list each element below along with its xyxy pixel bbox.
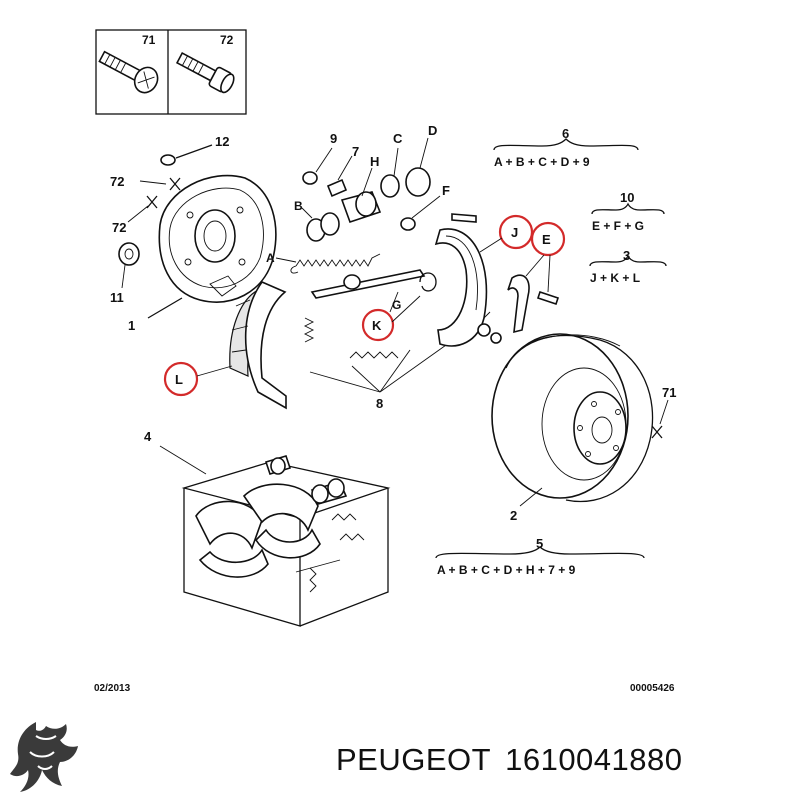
drawing-date: 02/2013: [94, 683, 131, 694]
label-L: L: [175, 372, 183, 387]
brand-name: PEUGEOT: [336, 742, 492, 777]
label-G: G: [392, 298, 401, 312]
label-B: B: [294, 199, 303, 213]
bolt-72-lower: 72: [112, 195, 158, 235]
label-K: K: [372, 318, 382, 333]
inset-label-72: 72: [220, 33, 234, 47]
drawing-number: 00005426: [630, 683, 675, 694]
peugeot-lion-logo-icon: [10, 722, 78, 792]
label-D: D: [428, 123, 437, 138]
kit-10-formula: E + F + G: [592, 219, 644, 233]
label-72-lower: 72: [112, 220, 126, 235]
label-8: 8: [376, 396, 383, 411]
label-72-upper: 72: [110, 174, 124, 189]
wheel-cylinder-parts: 9 7 H B C D: [294, 123, 437, 242]
kit-3-number: 3: [623, 248, 630, 263]
cross-marker-icon: [651, 425, 663, 439]
kit-6-number: 6: [562, 126, 569, 141]
label-71: 71: [662, 385, 676, 400]
label-1: 1: [128, 318, 135, 333]
label-E: E: [542, 232, 551, 247]
screw-72-icon: [175, 52, 235, 94]
label-12: 12: [215, 134, 229, 149]
kit-5: 5 A + B + C + D + H + 7 + 9: [435, 536, 645, 577]
kit-6: 6 A + B + C + D + 9: [493, 126, 639, 169]
right-shoe-assembly: F J E: [400, 183, 566, 347]
label-J: J: [511, 225, 518, 240]
kit-3-formula: J + K + L: [590, 271, 640, 285]
label-4: 4: [144, 429, 152, 444]
label-F: F: [442, 183, 450, 198]
highlight-ring-L: [163, 361, 199, 397]
brand-caption: PEUGEOT 1610041880: [336, 742, 697, 778]
label-A: A: [266, 251, 275, 265]
inset-screw-box: 71 72: [95, 29, 247, 115]
inset-label-71: 71: [142, 33, 156, 47]
springs-and-strut: A G K 8: [266, 251, 491, 411]
bolt-72-upper: 72: [110, 174, 181, 191]
part-number: 1610041880: [505, 742, 683, 777]
label-2: 2: [510, 508, 517, 523]
kit-5-number: 5: [536, 536, 543, 551]
brake-drum: 2: [491, 333, 654, 523]
kit-10-number: 10: [620, 190, 634, 205]
shoe-kit-box: 4: [144, 429, 391, 627]
inset-frame: [95, 29, 247, 115]
kit-10: 10 E + F + G: [591, 190, 665, 233]
kit-5-formula: A + B + C + D + H + 7 + 9: [437, 563, 576, 577]
label-H: H: [370, 154, 379, 169]
highlight-ring-J: [498, 214, 534, 250]
label-C: C: [393, 131, 403, 146]
bolt-71: 71: [651, 385, 676, 439]
screw-71-icon: [98, 50, 159, 94]
plug-12: 12: [160, 134, 229, 166]
kit-3: 3 J + K + L: [589, 248, 667, 285]
kit-6-formula: A + B + C + D + 9: [494, 155, 590, 169]
cross-marker-icon: [169, 177, 181, 191]
highlight-ring-E: [530, 221, 566, 257]
highlight-ring-K: [361, 308, 395, 342]
label-7: 7: [352, 144, 359, 159]
backing-plate: 1: [128, 174, 277, 333]
label-11: 11: [110, 290, 124, 305]
leader-1: [147, 297, 183, 319]
grommet-11: 11: [110, 242, 140, 305]
label-9: 9: [330, 131, 337, 146]
brake-shoe-L: L: [163, 281, 287, 410]
cross-marker-icon: [146, 195, 158, 209]
